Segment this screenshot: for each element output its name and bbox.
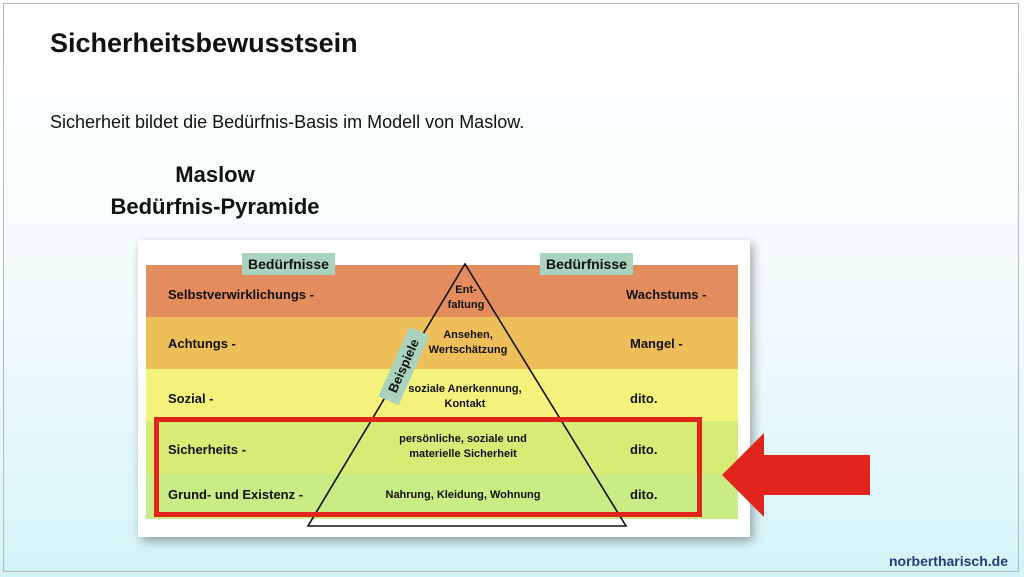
need-label-achtung: Achtungs - bbox=[168, 336, 236, 351]
need-label-selbstverwirklichung: Selbstverwirklichungs - bbox=[168, 287, 314, 302]
example-line: Wertschätzung bbox=[428, 344, 508, 356]
category-label-dito-grund: dito. bbox=[630, 487, 658, 502]
category-label-mangel: Mangel - bbox=[630, 336, 683, 351]
example-line: faltung bbox=[447, 299, 485, 311]
example-line: soziale Anerkennung, bbox=[408, 383, 522, 395]
slide-title: Sicherheitsbewusstsein bbox=[50, 28, 358, 58]
example-sicherheit: persönliche, soziale und materielle Sich… bbox=[399, 432, 527, 462]
needs-tag-right: Bedürfnisse bbox=[540, 253, 633, 275]
band-achtung bbox=[146, 317, 738, 369]
example-line: Ent- bbox=[455, 284, 477, 296]
needs-tag-left: Bedürfnisse bbox=[242, 253, 335, 275]
highlight-box bbox=[154, 417, 702, 517]
example-selbstverwirklichung: Ent- faltung bbox=[448, 283, 485, 313]
band-sicherheit bbox=[146, 421, 738, 474]
need-label-sozial: Sozial - bbox=[168, 391, 214, 406]
diagram-heading-line1: Maslow bbox=[175, 162, 255, 187]
diagram-heading-line2: Bedürfnis-Pyramide bbox=[110, 194, 320, 219]
arrow-left-icon bbox=[722, 433, 870, 517]
example-achtung: Ansehen, Wertschätzung bbox=[429, 328, 508, 358]
category-label-wachstum: Wachstums - bbox=[626, 287, 707, 302]
band-grund-existenz bbox=[146, 474, 738, 519]
example-line: Ansehen, bbox=[443, 329, 493, 341]
band-sozial bbox=[146, 369, 738, 421]
category-label-dito-sozial: dito. bbox=[630, 391, 658, 406]
pyramid-panel: Bedürfnisse Bedürfnisse Beispiele Selbst… bbox=[138, 240, 750, 537]
example-line: persönliche, soziale und bbox=[399, 433, 527, 445]
example-line: Kontakt bbox=[444, 398, 486, 410]
slide-subtitle: Sicherheit bildet die Bedürfnis-Basis im… bbox=[50, 112, 525, 132]
example-sozial: soziale Anerkennung, Kontakt bbox=[408, 382, 521, 412]
category-label-dito-sicherheit: dito. bbox=[630, 442, 658, 457]
need-label-sicherheit: Sicherheits - bbox=[168, 442, 247, 457]
example-line: Nahrung, Kleidung, Wohnung bbox=[385, 489, 541, 501]
footer-site: norbertharisch.de bbox=[888, 553, 1008, 569]
need-label-grund-existenz: Grund- und Existenz - bbox=[168, 487, 304, 502]
example-grund-existenz: Nahrung, Kleidung, Wohnung bbox=[386, 488, 541, 503]
example-line: materielle Sicherheit bbox=[409, 448, 517, 460]
